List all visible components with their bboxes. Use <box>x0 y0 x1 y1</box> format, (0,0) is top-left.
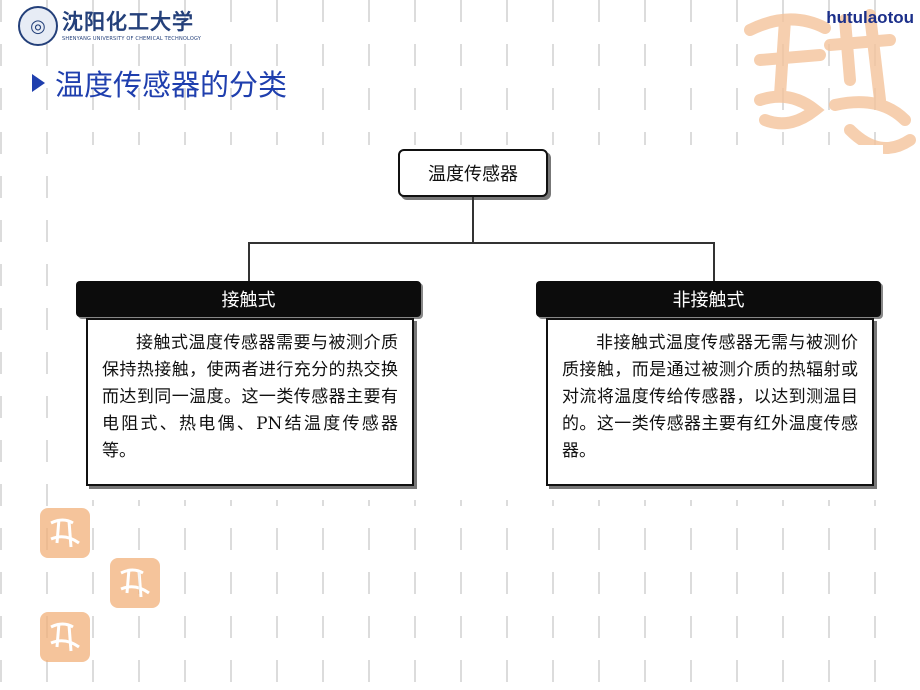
branch-text-contact: 接触式温度传感器需要与被测介质保持热接触，使两者进行充分的热交换而达到同一温度。… <box>102 333 398 461</box>
decorative-seal-icon <box>40 508 90 558</box>
decorative-calligraphy-icon <box>744 9 916 154</box>
connector-root-down <box>472 197 474 243</box>
bullet-arrow-icon <box>32 74 45 92</box>
branch-text-noncontact: 非接触式温度传感器无需与被测价质接触，而是通过被测介质的热辐射或对流将温度传给传… <box>562 333 858 461</box>
branch-body-noncontact: 非接触式温度传感器无需与被测价质接触，而是通过被测介质的热辐射或对流将温度传给传… <box>546 318 874 486</box>
school-logo: ◎ 沈阳化工大学 SHENYANG UNIVERSITY OF CHEMICAL… <box>18 4 208 48</box>
branch-body-contact: 接触式温度传感器需要与被测介质保持热接触，使两者进行充分的热交换而达到同一温度。… <box>86 318 414 486</box>
brand-text: hutulaotou <box>826 8 914 27</box>
root-node: 温度传感器 <box>398 149 548 197</box>
school-name-en: SHENYANG UNIVERSITY OF CHEMICAL TECHNOLO… <box>62 36 202 42</box>
classification-diagram: 温度传感器 接触式 接触式温度传感器需要与被测介质保持热接触，使两者进行充分的热… <box>68 145 883 500</box>
branch-header-noncontact: 非接触式 <box>536 281 881 317</box>
decorative-seal-icon <box>110 558 160 608</box>
branch-header-contact: 接触式 <box>76 281 421 317</box>
school-name: 沈阳化工大学 <box>62 9 194 34</box>
slide-title: 温度传感器的分类 <box>55 68 288 102</box>
connector-left-down <box>248 242 250 282</box>
decorative-seal-icon <box>40 612 90 662</box>
connector-horizontal <box>248 242 714 244</box>
school-emblem-icon: ◎ <box>18 6 58 46</box>
slide-title-row: 温度传感器的分类 <box>32 62 287 104</box>
connector-right-down <box>713 242 715 282</box>
